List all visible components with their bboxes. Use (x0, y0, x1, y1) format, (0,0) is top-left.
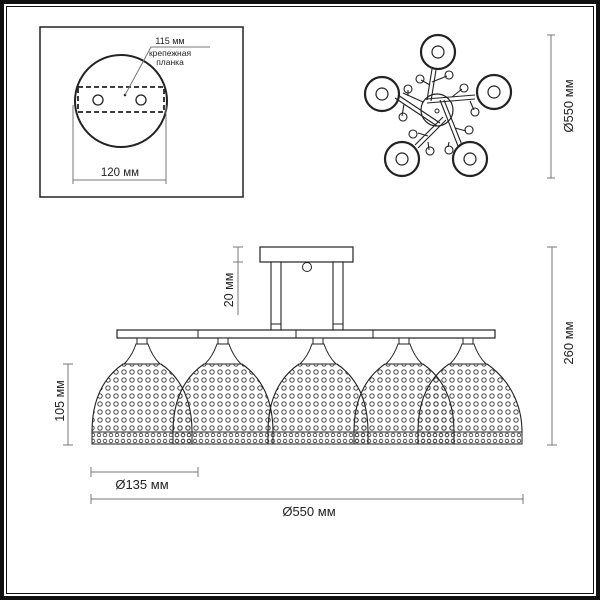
top-view-small-bulbs (398, 70, 480, 156)
support-rod-right (332, 261, 344, 333)
shade-3 (267, 337, 369, 445)
top-view-shades (363, 33, 513, 178)
top-view-diameter-label: Ø550 мм (561, 79, 576, 132)
shade-height-label: 105 мм (53, 380, 67, 422)
side-view (63, 246, 557, 504)
shade-1 (91, 337, 193, 445)
inner-frame (6, 6, 594, 594)
shades (91, 337, 523, 445)
overall-diameter-label: Ø550 мм (282, 504, 335, 519)
shade-diameter-label: Ø135 мм (115, 477, 168, 492)
mounting-plate-view: 115 мм крепежная планка 120 мм (39, 26, 244, 198)
top-view (363, 33, 555, 179)
mounting-plate-box (39, 26, 244, 198)
canopy-screw (302, 262, 312, 272)
mounting-bracket (77, 86, 165, 113)
horizontal-bar (116, 329, 496, 339)
top-view-arms (394, 68, 476, 149)
plate-diameter-label: 120 мм (101, 167, 139, 179)
total-height-label: 260 мм (561, 321, 576, 364)
bracket-length-label: 115 мм (155, 36, 184, 46)
mounting-plate-circle (74, 54, 168, 148)
shade-5 (417, 337, 523, 445)
bracket-screw-hole-left (92, 94, 104, 106)
support-rod-left (270, 261, 282, 333)
bracket-caption-line2: планка (156, 57, 184, 67)
ceiling-canopy (259, 246, 354, 263)
shade-2 (172, 337, 274, 445)
bracket-screw-hole-right (135, 94, 147, 106)
rod-height-label: 20 мм (222, 273, 236, 308)
bracket-caption-line1: крепежная (149, 48, 192, 58)
bracket-leader-line (124, 46, 210, 96)
